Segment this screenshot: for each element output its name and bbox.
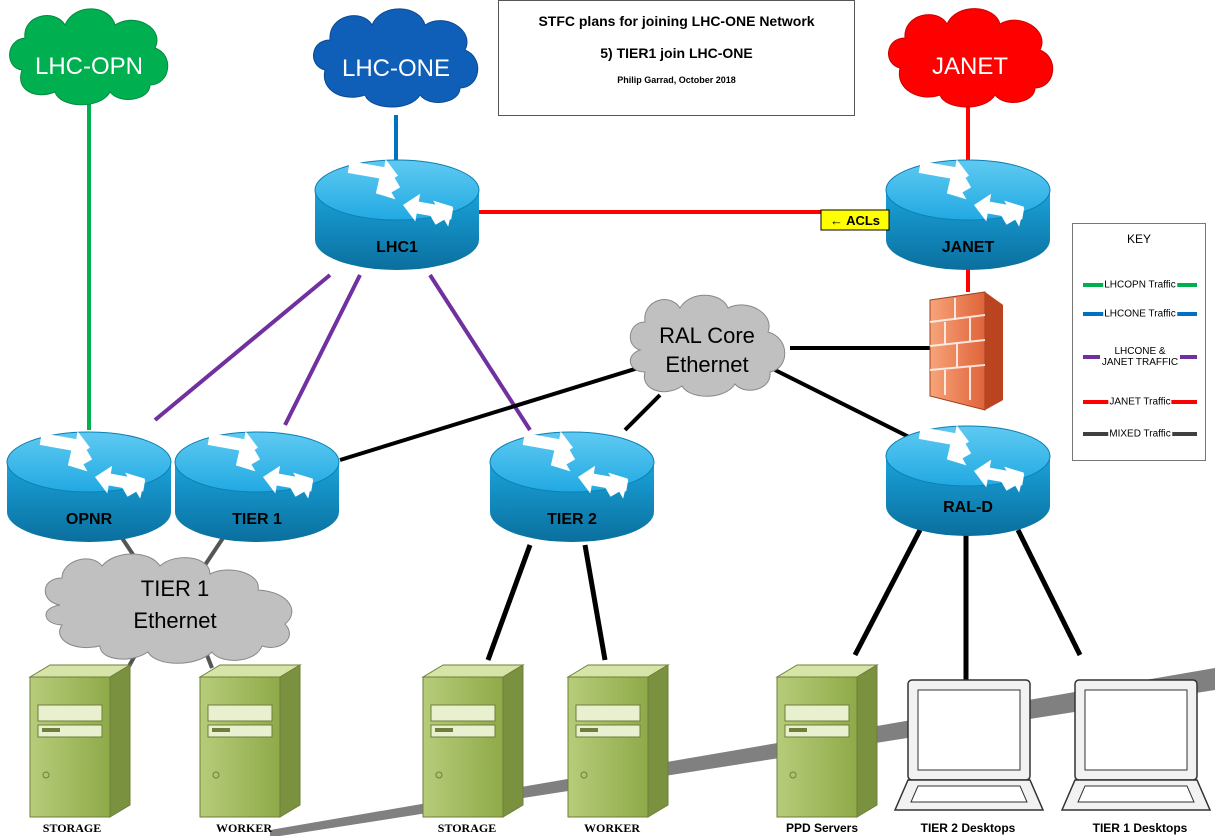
label-storage-1: STORAGE [43, 821, 101, 835]
label-worker-2: WORKER [584, 821, 640, 835]
title-box: STFC plans for joining LHC-ONE Network 5… [498, 0, 855, 116]
label-ppd: PPD Servers [786, 821, 858, 835]
acl-label: ← ACLs [830, 213, 880, 228]
label-worker-1: WORKER [216, 821, 272, 835]
router-opnr-label: OPNR [66, 511, 113, 528]
link-tier2-storage [485, 544, 533, 661]
diagram-author: Philip Garrad, October 2018 [617, 75, 736, 85]
label-tier1-desktops: TIER 1 Desktops [1093, 821, 1188, 835]
diagram-title: STFC plans for joining LHC-ONE Network [538, 13, 815, 29]
router-janet: JANET [885, 159, 1051, 270]
server-ppd [775, 664, 879, 818]
legend-item-mixed: MIXED Traffic [1083, 428, 1197, 440]
acl-tag: ← ACLs [820, 209, 890, 231]
firewall-icon [929, 291, 1003, 411]
router-opnr: OPNR [6, 431, 172, 542]
cloud-ral-core-label-2: Ethernet [665, 352, 748, 377]
link-rald-tier1desk [1015, 528, 1083, 657]
router-lhc1: LHC1 [314, 159, 480, 270]
cloud-lhc-opn: LHC-OPN [9, 8, 169, 106]
cloud-lhc-one: LHC-ONE [313, 8, 479, 108]
router-ral-d-label: RAL-D [943, 499, 993, 516]
label-tier2-desktops: TIER 2 Desktops [921, 821, 1016, 835]
router-tier2-label: TIER 2 [547, 511, 597, 528]
legend-item-lhcone: LHCONE Traffic [1083, 308, 1197, 320]
label-storage-2: STORAGE [438, 821, 496, 835]
cloud-lhc-one-label: LHC-ONE [342, 55, 450, 82]
diagram-subtitle: 5) TIER1 join LHC-ONE [600, 45, 753, 61]
cloud-lhc-opn-label: LHC-OPN [35, 53, 143, 80]
router-tier2: TIER 2 [489, 431, 655, 542]
link-tier2-worker [582, 544, 608, 661]
background-band [270, 668, 1215, 836]
cloud-ral-core: RAL Core Ethernet [630, 294, 786, 397]
link-core-rald [774, 368, 926, 447]
link-lhc1-tier2 [428, 273, 532, 432]
cloud-tier1-label-2: Ethernet [133, 608, 216, 633]
router-tier1: TIER 1 [174, 431, 340, 542]
cloud-tier1-ethernet: TIER 1 Ethernet [44, 553, 293, 664]
router-ral-d: RAL-D [885, 425, 1051, 536]
link-rald-ppd [852, 528, 923, 657]
link-lhc1-tier1 [283, 274, 362, 426]
legend-item-lhcone-janet: LHCONE & JANET TRAFFIC [1083, 346, 1197, 368]
cloud-tier1-label-1: TIER 1 [141, 576, 209, 601]
cloud-janet: JANET [888, 8, 1054, 108]
cloud-ral-core-label-1: RAL Core [659, 323, 755, 348]
router-tier1-label: TIER 1 [232, 511, 282, 528]
server-worker-1 [198, 664, 302, 818]
legend-item-janet: JANET Traffic [1083, 396, 1197, 408]
legend-key: KEY LHCOPN Traffic LHCONE Traffic LHCONE… [1072, 223, 1206, 461]
cloud-janet-label: JANET [932, 53, 1008, 80]
laptop-tier2 [893, 679, 1045, 811]
legend-title: KEY [1126, 232, 1151, 246]
server-storage-2 [421, 664, 525, 818]
server-worker-2 [566, 664, 670, 818]
link-core-tier2 [623, 393, 662, 432]
legend-item-lhcopn: LHCOPN Traffic [1083, 279, 1197, 291]
link-core-tier1 [339, 366, 639, 462]
laptop-tier1 [1060, 679, 1212, 811]
router-lhc1-label: LHC1 [376, 239, 418, 256]
link-tier1-t1eth [203, 533, 227, 567]
link-lhc1-opnr [153, 273, 332, 422]
router-janet-label: JANET [942, 239, 995, 256]
server-storage-1 [28, 664, 132, 818]
